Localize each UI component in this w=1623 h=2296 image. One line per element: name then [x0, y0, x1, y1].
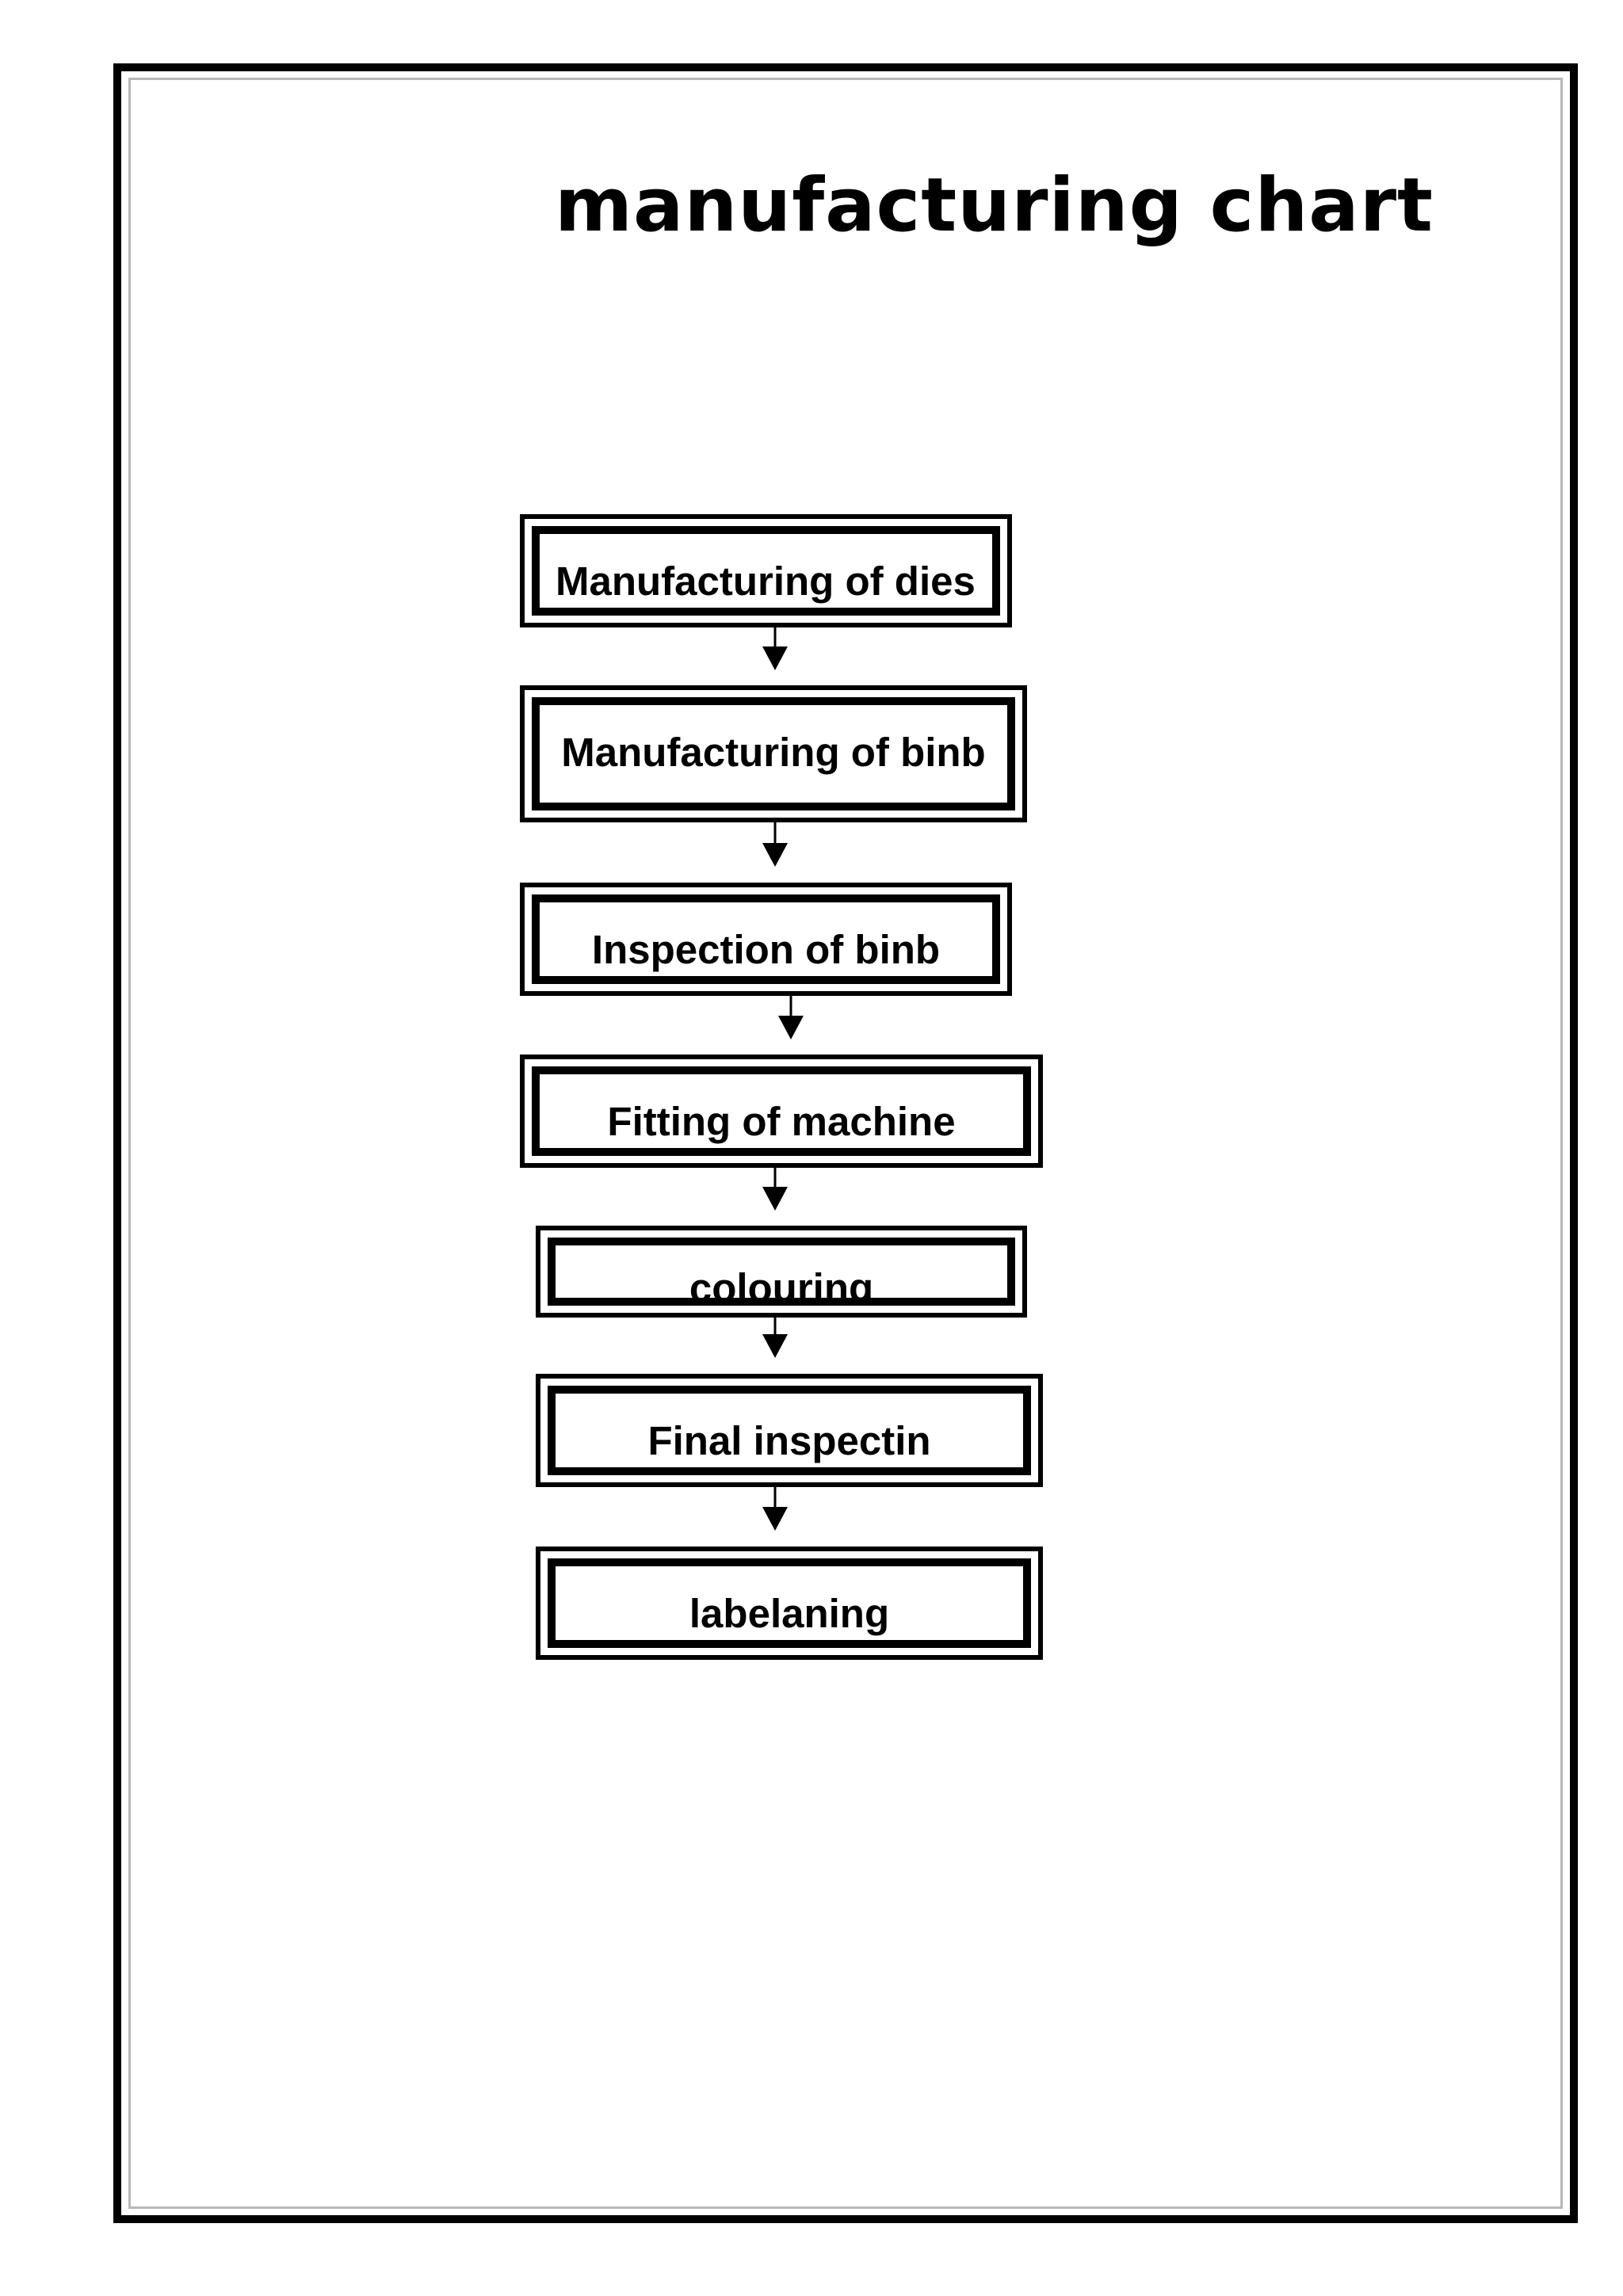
flow-step-manufacturing-of-binb: Manufacturing of binb	[520, 685, 1027, 822]
chart-title: manufacturing chart	[555, 162, 1434, 249]
flow-step-label: labelaning	[548, 1558, 1031, 1648]
flow-step-inspection-of-binb: Inspection of binb	[520, 883, 1012, 996]
flow-step-final-inspectin: Final inspectin	[536, 1374, 1043, 1487]
page-border-inner	[128, 78, 1563, 2209]
flow-step-label: Fitting of machine	[532, 1066, 1031, 1156]
flow-step-label: colouring	[548, 1238, 1015, 1306]
flow-step-labelaning: labelaning	[536, 1547, 1043, 1660]
flow-step-label: Final inspectin	[548, 1386, 1031, 1475]
flow-step-label: Manufacturing of dies	[532, 526, 1000, 616]
flow-step-label: Manufacturing of binb	[532, 697, 1015, 810]
page-border-outer	[113, 63, 1578, 2223]
flow-step-fitting-of-machine: Fitting of machine	[520, 1055, 1043, 1168]
flow-step-manufacturing-of-dies: Manufacturing of dies	[520, 514, 1012, 627]
flow-step-colouring: colouring	[536, 1226, 1027, 1318]
flow-step-label: Inspection of binb	[532, 894, 1000, 984]
